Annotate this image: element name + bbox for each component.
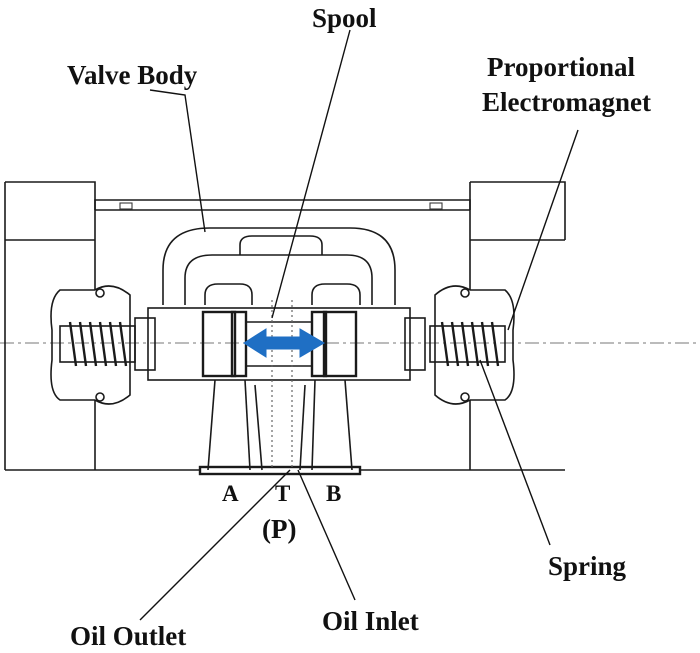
spring-leader [479,359,551,546]
spool-label: Spool [312,3,377,33]
oil-outlet-label: Oil Outlet [70,621,186,651]
port-p-label: (P) [262,514,296,544]
valve-body-passages [162,227,396,305]
port-b-label: B [326,481,341,506]
valve-body-leader [149,89,206,233]
proportional-label: Proportional [487,52,635,82]
spring-label: Spring [548,551,627,581]
left-solenoid [50,285,136,405]
electromagnet-label: Electromagnet [482,87,651,117]
port-t-label: T [275,481,290,506]
valve-body-housing [4,181,566,476]
spool-leader [271,29,351,319]
port-channels [207,300,353,471]
valve-body-label: Valve Body [67,60,198,90]
right-solenoid [429,285,515,405]
port-a-label: A [222,481,239,506]
oil-outlet-leader [139,469,291,621]
spool [134,307,426,381]
oil-inlet-label: Oil Inlet [322,606,419,636]
electromagnet-leader [507,129,579,331]
oil-inlet-leader [297,469,356,601]
double-headed-arrow-icon [243,328,325,358]
